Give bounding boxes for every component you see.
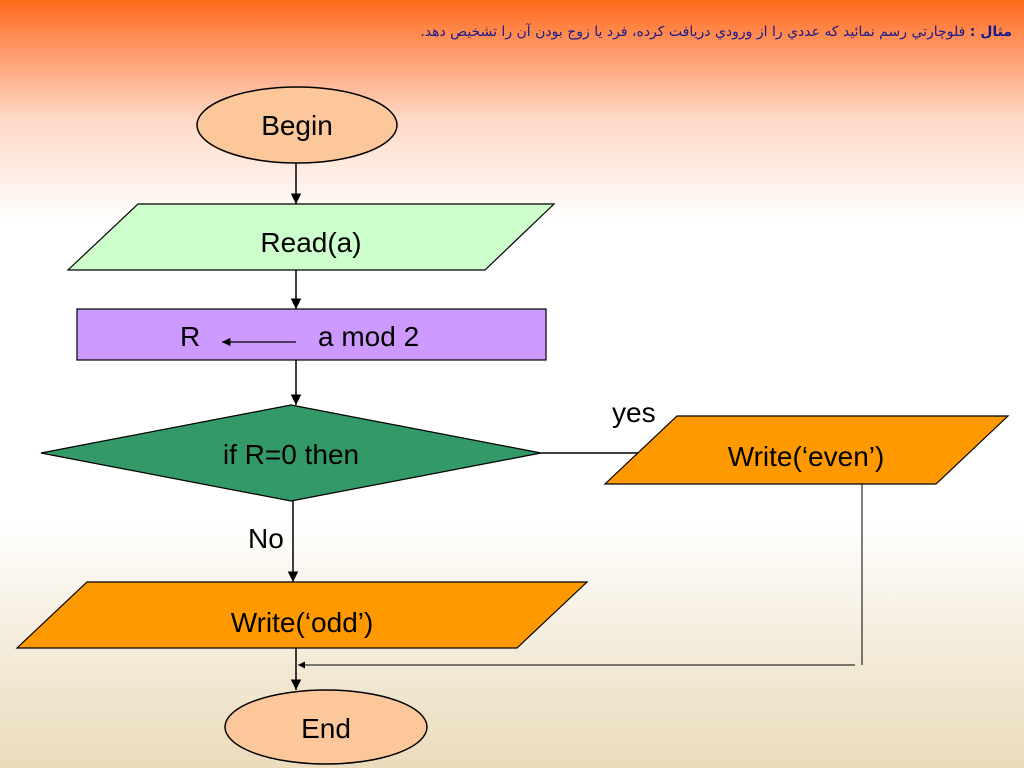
assign-shape bbox=[76, 308, 547, 361]
write-odd-shape bbox=[15, 581, 589, 649]
decision-label: if R=0 then bbox=[223, 439, 359, 470]
begin-label: Begin bbox=[261, 110, 333, 141]
end-shape bbox=[224, 689, 428, 765]
write-even-shape bbox=[603, 415, 1010, 485]
end-label: End bbox=[301, 713, 351, 744]
title-text: فلوچارتي رسم نمائيد که عددي را از ورودي … bbox=[420, 24, 966, 40]
assign-node: R a mod 2 bbox=[76, 308, 547, 361]
read-label: Read(a) bbox=[260, 227, 361, 258]
decision-shape bbox=[40, 404, 542, 502]
assign-expression: a mod 2 bbox=[318, 321, 419, 352]
write-even-label: Write(‘even’) bbox=[728, 441, 885, 472]
write-odd-node: Write(‘odd’) bbox=[15, 581, 589, 649]
read-node: Read(a) bbox=[66, 203, 556, 271]
begin-node: Begin bbox=[196, 86, 398, 164]
no-label: No bbox=[248, 523, 284, 554]
assign-variable: R bbox=[180, 321, 200, 352]
begin-shape bbox=[196, 86, 398, 164]
page-title: مثال : فلوچارتي رسم نمائيد که عددي را از… bbox=[12, 24, 1012, 40]
yes-label: yes bbox=[612, 397, 656, 428]
write-even-node: Write(‘even’) bbox=[603, 415, 1010, 485]
read-shape bbox=[66, 203, 556, 271]
decision-node: if R=0 then bbox=[40, 404, 542, 502]
write-odd-label: Write(‘odd’) bbox=[231, 607, 374, 638]
end-node: End bbox=[224, 689, 428, 765]
title-prefix: مثال : bbox=[969, 24, 1012, 40]
